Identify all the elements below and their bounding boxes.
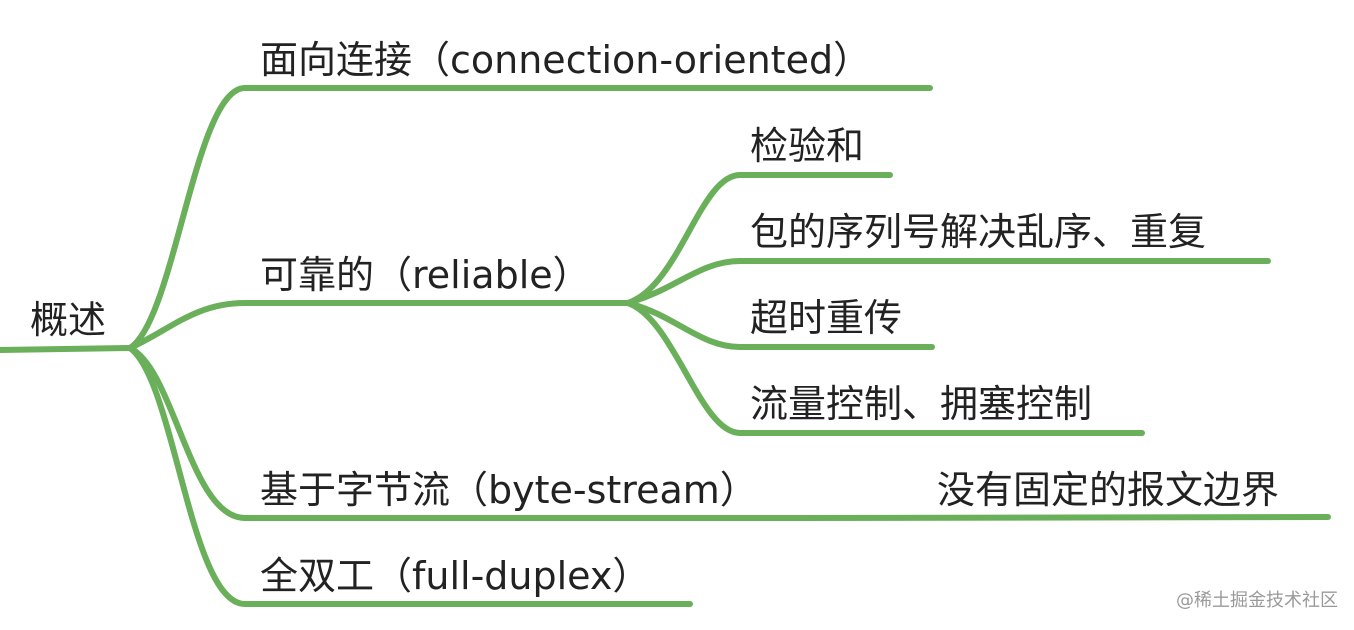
connector-child-2-4 bbox=[625, 300, 743, 436]
child-3-1-label: 没有固定的报文边界 bbox=[937, 468, 1279, 512]
connector-branch-3 bbox=[127, 345, 248, 521]
watermark-text: @稀土掘金技术社区 bbox=[1176, 590, 1338, 611]
connector-child-2-3 bbox=[625, 300, 743, 350]
connectors bbox=[0, 85, 1331, 607]
connector-branch-2 bbox=[127, 300, 248, 351]
connector-child-2-1 bbox=[625, 172, 743, 306]
connector-branch-4 bbox=[127, 345, 248, 607]
branch-1-label: 面向连接（connection-oriented） bbox=[260, 38, 871, 82]
child-2-2-label: 包的序列号解决乱序、重复 bbox=[750, 210, 1206, 254]
labels: 概述 面向连接（connection-oriented） 可靠的（reliabl… bbox=[30, 38, 1279, 598]
child-2-3-label: 超时重传 bbox=[750, 296, 902, 340]
branch-3-label: 基于字节流（byte-stream） bbox=[260, 468, 758, 512]
branch-2-label: 可靠的（reliable） bbox=[260, 253, 591, 297]
child-2-1-label: 检验和 bbox=[750, 124, 864, 168]
child-2-4-label: 流量控制、拥塞控制 bbox=[750, 382, 1092, 426]
root-label: 概述 bbox=[30, 298, 106, 342]
connector-child-2-2 bbox=[625, 258, 743, 306]
branch-4-label: 全双工（full-duplex） bbox=[260, 554, 650, 598]
underline-child-3-1 bbox=[802, 514, 1331, 521]
root-underline bbox=[0, 345, 133, 353]
connector-branch-1 bbox=[127, 85, 248, 351]
